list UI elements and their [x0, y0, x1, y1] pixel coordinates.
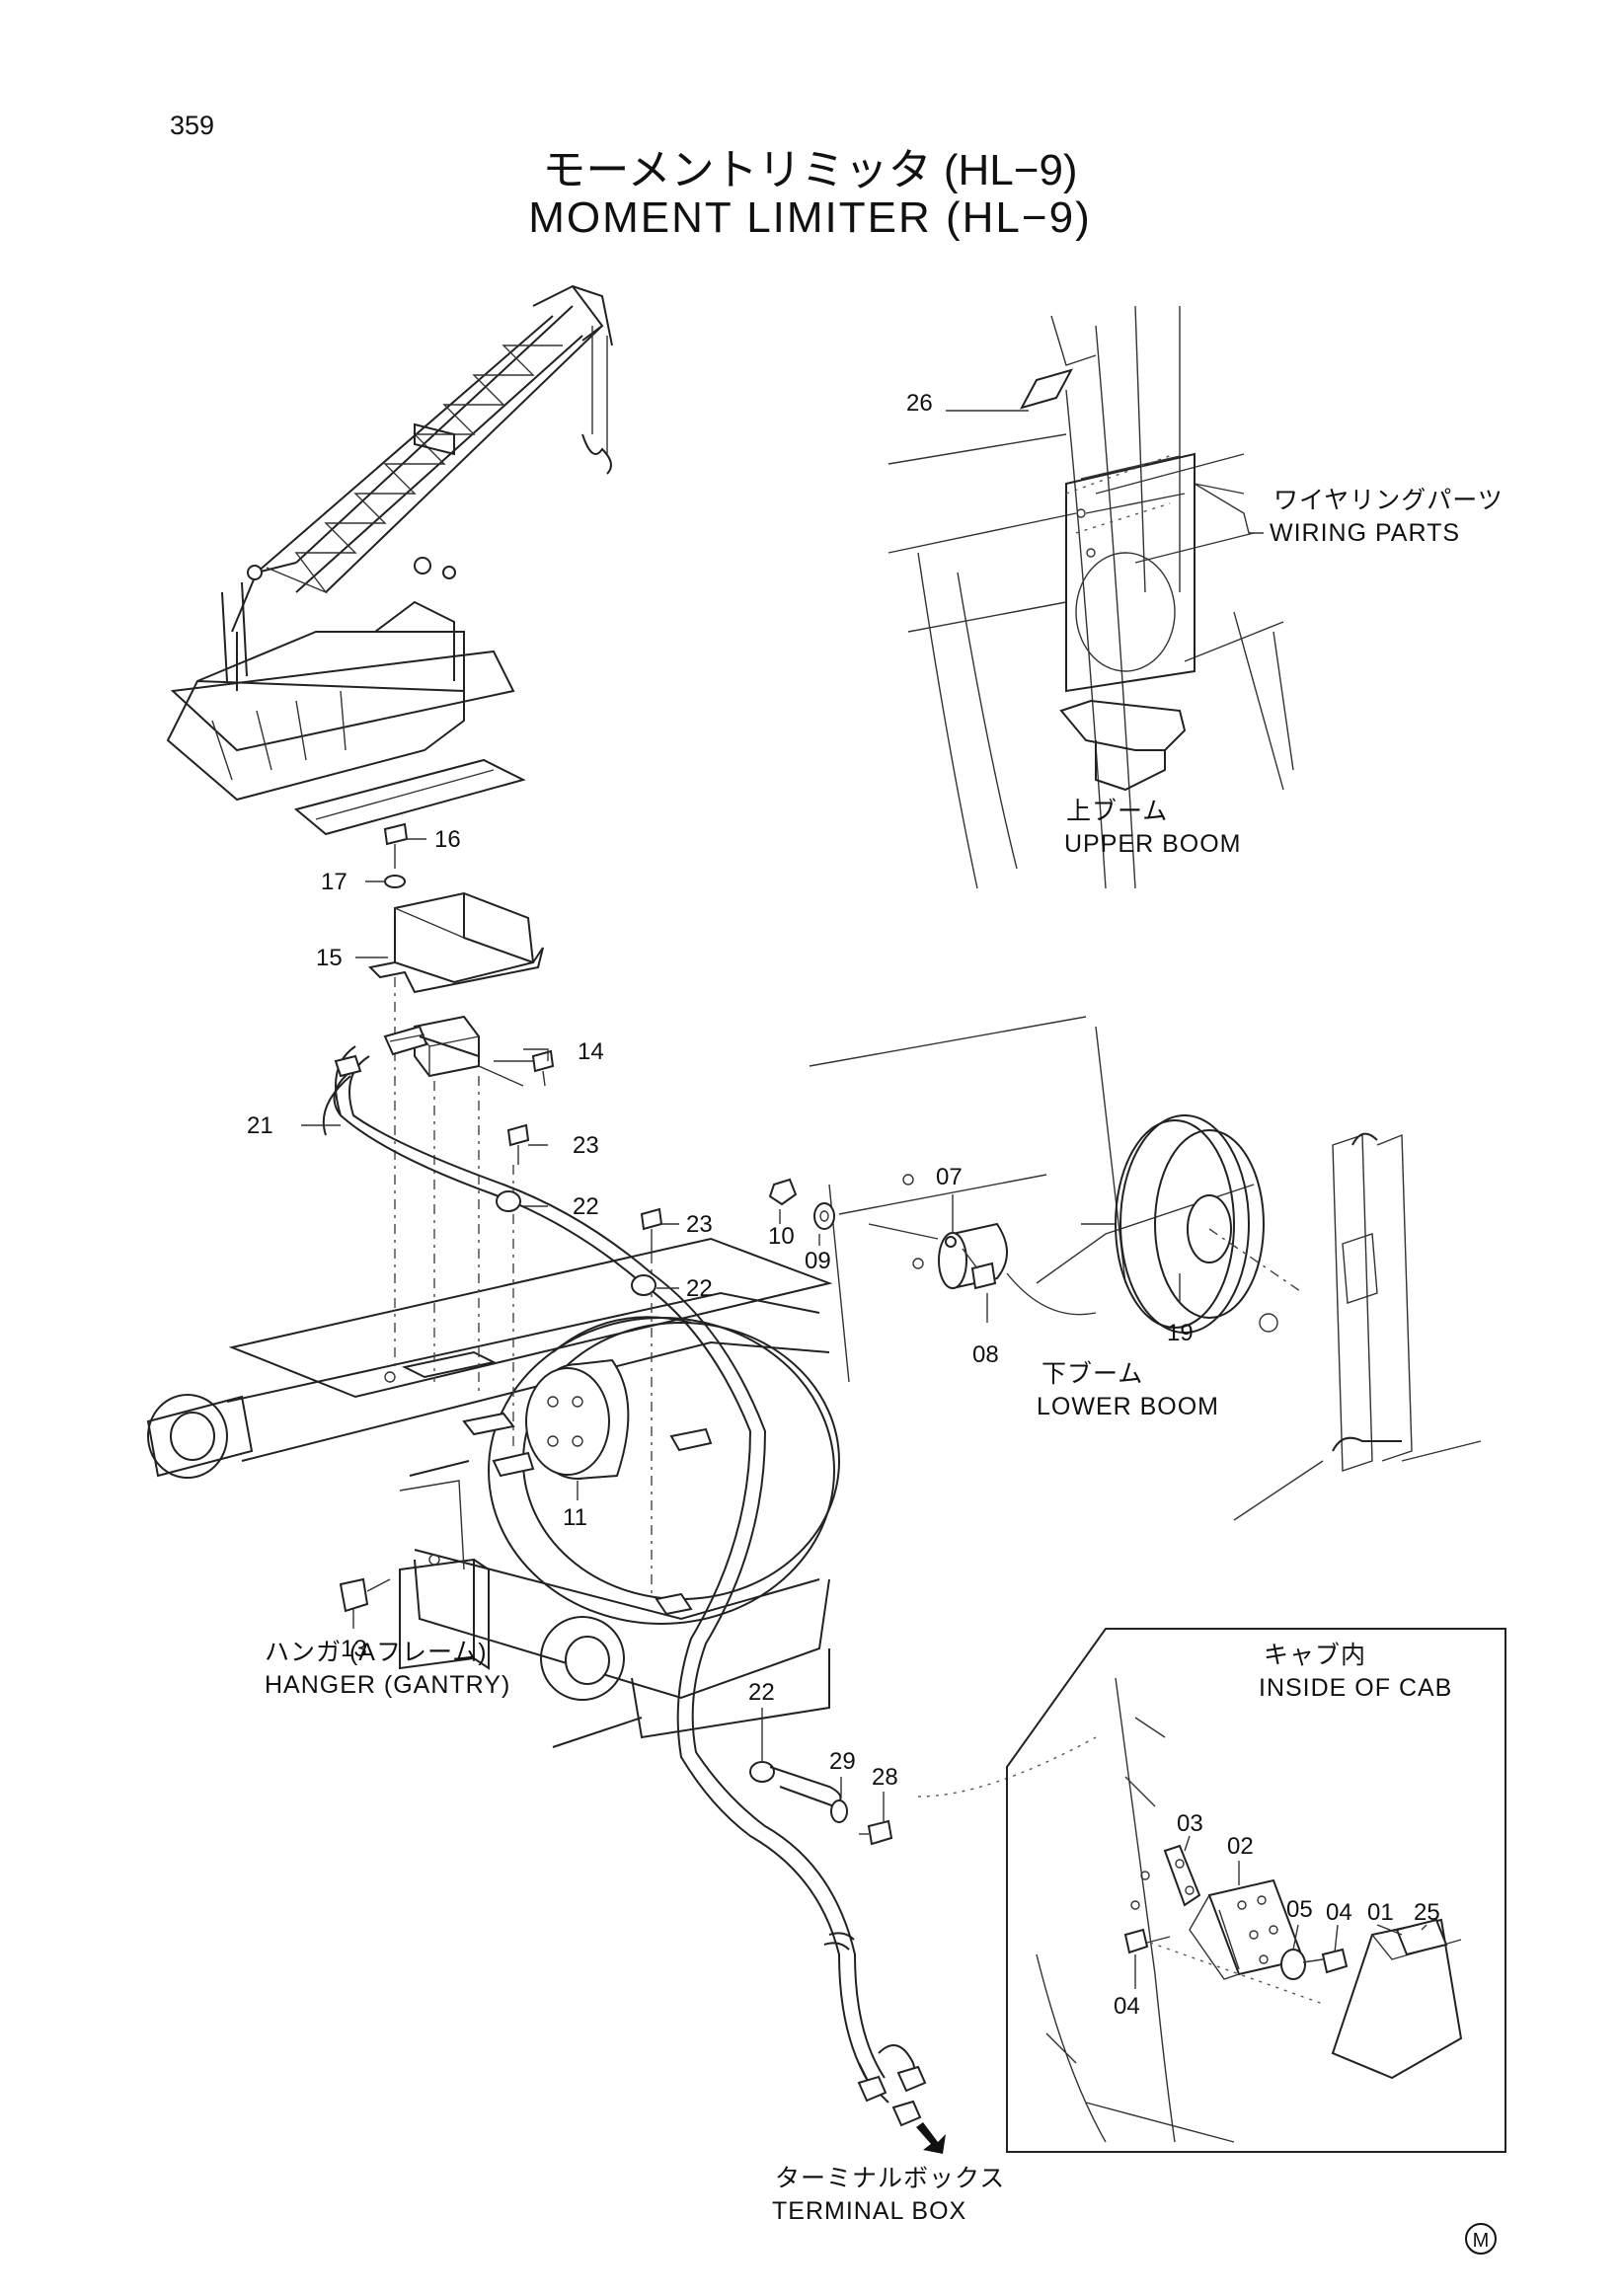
title-english: MOMENT LIMITER (HL−9): [528, 193, 1092, 242]
crane-overview-illustration: [166, 284, 613, 836]
callout-numbers: 26 16 17 15 14 21 23 22 23 22 07 10 09 0…: [247, 390, 1440, 2020]
callout-02: 02: [1227, 1833, 1254, 1860]
caption-hanger-en: HANGER (GANTRY): [265, 1671, 510, 1699]
callout-03: 03: [1177, 1810, 1203, 1837]
callout-04-left: 04: [1114, 1993, 1140, 2020]
callout-22b: 22: [686, 1275, 713, 1302]
callout-29: 29: [829, 1748, 856, 1775]
caption-cab-jp: キャブ内: [1264, 1642, 1366, 1669]
caption-hanger-jp: ハンガ (Aフレーム): [265, 1639, 488, 1666]
page-number: 359: [170, 111, 215, 140]
callout-14: 14: [578, 1038, 604, 1065]
upper-boom-illustration: [887, 305, 1294, 889]
caption-terminal-jp: ターミナルボックス: [775, 2165, 1005, 2192]
callout-21: 21: [247, 1112, 273, 1139]
callout-19: 19: [1167, 1320, 1194, 1346]
wire-harness-21: [322, 1025, 1097, 2154]
callout-07: 07: [936, 1164, 963, 1190]
caption-wiring-en: WIRING PARTS: [1270, 519, 1460, 547]
lower-boom-illustration: [768, 1016, 1482, 1521]
caption-cab-en: INSIDE OF CAB: [1259, 1674, 1452, 1702]
leader-lines: [301, 410, 1427, 1989]
circled-m-mark: M: [1465, 2223, 1497, 2255]
mark-letter: M: [1473, 2230, 1490, 2252]
section-captions: ワイヤリングパーツ WIRING PARTS 上ブーム UPPER BOOM 下…: [265, 487, 1504, 2225]
caption-lower-boom-en: LOWER BOOM: [1037, 1393, 1219, 1420]
caption-wiring-jp: ワイヤリングパーツ: [1273, 487, 1504, 514]
callout-01: 01: [1367, 1899, 1394, 1926]
callout-09: 09: [805, 1248, 831, 1274]
bracket-assembly: [367, 822, 663, 1599]
callout-15: 15: [316, 945, 343, 971]
callout-22c: 22: [748, 1679, 775, 1706]
callout-17: 17: [321, 869, 347, 895]
callout-26: 26: [906, 390, 933, 417]
callout-11: 11: [563, 1504, 587, 1531]
title-japanese: モーメントリミッタ (HL−9): [542, 146, 1078, 194]
callout-10: 10: [768, 1223, 795, 1250]
callout-13: 13: [341, 1636, 367, 1662]
callout-16: 16: [434, 826, 461, 853]
caption-terminal-en: TERMINAL BOX: [772, 2197, 966, 2225]
caption-lower-boom-jp: 下ブーム: [1041, 1360, 1143, 1388]
callout-08: 08: [972, 1341, 999, 1368]
callout-25: 25: [1414, 1899, 1440, 1926]
caption-upper-boom-jp: 上ブーム: [1066, 798, 1168, 825]
callout-05: 05: [1286, 1896, 1313, 1923]
hanger-gantry-illustration: [146, 1237, 840, 1748]
caption-upper-boom-en: UPPER BOOM: [1064, 830, 1241, 858]
callout-23b: 23: [686, 1211, 713, 1238]
inside-of-cab-inset: [1006, 1628, 1506, 2153]
callout-22a: 22: [573, 1193, 599, 1220]
callout-04-right: 04: [1326, 1899, 1352, 1926]
callout-23a: 23: [573, 1132, 599, 1159]
callout-28: 28: [872, 1764, 898, 1791]
